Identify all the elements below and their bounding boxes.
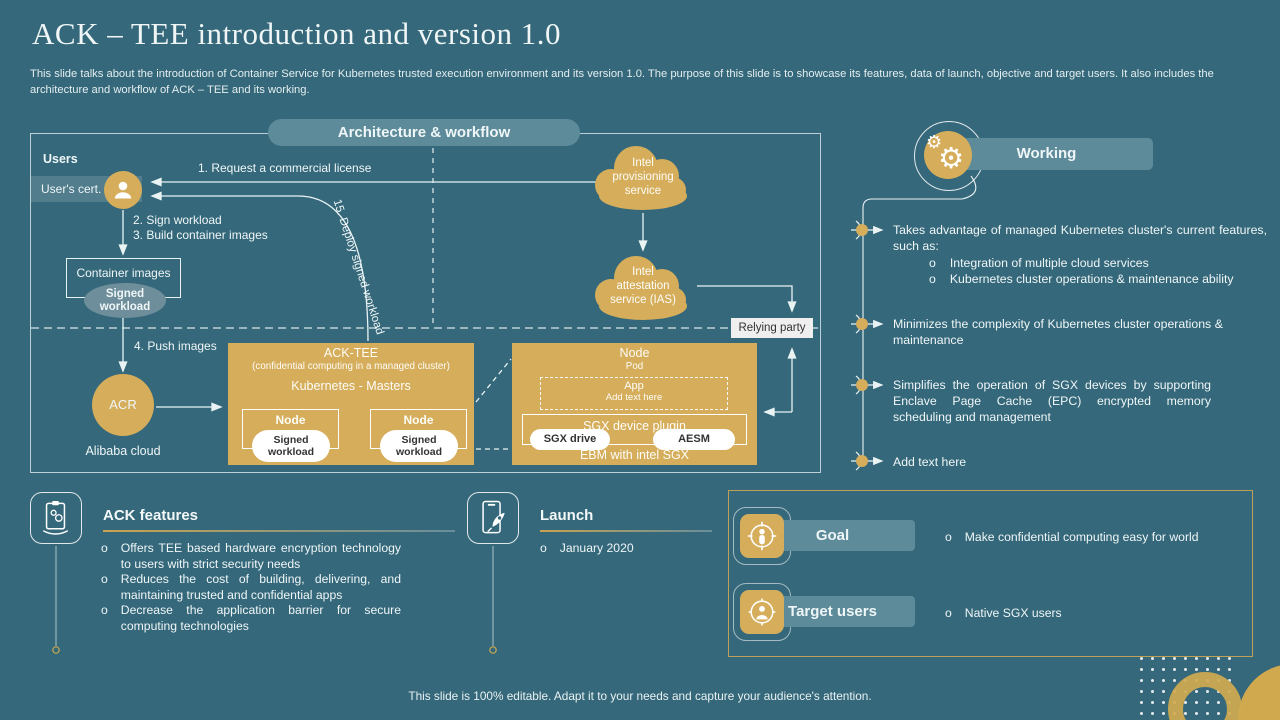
acr-node: ACR xyxy=(92,374,154,436)
node-pod-box: Node Pod App Add text here SGX device pl… xyxy=(512,343,757,465)
step3-label: 3. Build container images xyxy=(133,227,268,242)
cloud-text-line: attestation xyxy=(616,280,670,292)
step2-label: 2. Sign workload xyxy=(133,213,222,227)
goal-icon xyxy=(740,514,784,558)
app-label: App xyxy=(624,380,644,392)
launch-rule xyxy=(540,530,712,532)
gear-icon: ⚙ xyxy=(926,132,943,153)
list-item: o Offers TEE based hardware encryption t… xyxy=(101,541,401,572)
goal-text: Make confidential computing easy for wor… xyxy=(964,530,1199,544)
bullet-marker: o xyxy=(945,606,952,620)
working-bullet: Takes advantage of managed Kubernetes cl… xyxy=(893,222,1267,287)
target-users-text: Native SGX users xyxy=(964,606,1062,620)
bullet-marker: o xyxy=(101,603,108,618)
working-bullet: Minimizes the complexity of Kubernetes c… xyxy=(893,317,1223,347)
phone-rocket-icon xyxy=(482,500,505,534)
users-label: Users xyxy=(43,152,78,166)
ack-features-icon xyxy=(30,492,82,544)
cloud-text-line: service xyxy=(624,185,662,197)
person-target-icon xyxy=(748,598,776,626)
architecture-header: Architecture & workflow xyxy=(268,119,580,146)
gear-icon: ⚙ xyxy=(938,141,964,175)
signed-workload-ellipse: Signed workload xyxy=(84,283,166,318)
feature-text: Reduces the cost of building, delivering… xyxy=(120,572,401,602)
step4-label: 4. Push images xyxy=(134,339,217,353)
signed-workload-pill-right: Signed workload xyxy=(380,430,458,462)
page-title: ACK – TEE introduction and version 1.0 xyxy=(32,16,562,51)
launch-date: January 2020 xyxy=(559,541,634,555)
target-users-icon xyxy=(740,590,784,634)
slide-description: This slide talks about the introduction … xyxy=(30,68,1214,97)
ack-features-list: o Offers TEE based hardware encryption t… xyxy=(101,541,401,635)
target-users-list: o Native SGX users xyxy=(945,606,1062,622)
ack-tee-cluster-box: ACK-TEE (confidential computing in a man… xyxy=(228,343,474,465)
features-connector-end xyxy=(52,646,60,654)
bullet-marker: o xyxy=(540,541,547,555)
person-icon xyxy=(114,181,132,199)
cloud-text-line: provisioning xyxy=(612,171,674,183)
intel-provisioning-cloud: Intel provisioning service xyxy=(593,156,693,198)
ack-features-title: ACK features xyxy=(103,507,199,524)
kubernetes-masters-label: Kubernetes - Masters xyxy=(291,379,411,393)
feature-text: Offers TEE based hardware encryption tec… xyxy=(120,541,401,571)
working-bullet-text: Takes advantage of managed Kubernetes cl… xyxy=(893,223,1267,253)
user-avatar xyxy=(104,171,142,209)
feature-text: Decrease the application barrier for sec… xyxy=(120,603,401,633)
footer-note: This slide is 100% editable. Adapt it to… xyxy=(408,689,872,703)
bullet-marker: o xyxy=(101,541,108,555)
working-bullet-dots xyxy=(856,224,868,467)
launch-list: o January 2020 xyxy=(540,541,634,557)
intel-attestation-cloud: Intel attestation service (IAS) xyxy=(593,265,693,307)
sub-bullet-marker: o xyxy=(929,256,936,270)
working-connector xyxy=(862,175,977,461)
clipboard-gear-icon xyxy=(42,501,69,535)
working-icon-circle: ⚙ ⚙ xyxy=(924,131,972,179)
bullet-marker: o xyxy=(945,530,952,544)
arrow-deploy-curve xyxy=(150,191,369,342)
arrow-ias-to-relying xyxy=(697,285,797,313)
signed-workload-pill-left: Signed workload xyxy=(252,430,330,462)
goal-list: o Make confidential computing easy for w… xyxy=(945,530,1199,546)
list-item: o Decrease the application barrier for s… xyxy=(101,603,401,634)
step2-3-label: 2. Sign workload 3. Build container imag… xyxy=(133,213,268,242)
app-hint: Add text here xyxy=(605,392,663,403)
alibaba-cloud-label: Alibaba cloud xyxy=(85,444,161,458)
working-bullet: Add text here xyxy=(893,455,967,469)
target-person-icon xyxy=(747,521,777,551)
working-bullet: Simplifies the operation of SGX devices … xyxy=(893,378,1211,424)
launch-icon xyxy=(467,492,519,544)
ebm-label: EBM with intel SGX xyxy=(579,448,690,462)
cloud-text-line: Intel xyxy=(632,266,654,278)
launch-title: Launch xyxy=(540,507,594,524)
cloud-provisioning-shape xyxy=(595,146,687,210)
cloud-text-line: Intel xyxy=(632,157,654,169)
working-sub-bullet: Integration of multiple cloud services xyxy=(949,256,1149,270)
sub-bullet-marker: o xyxy=(929,272,936,286)
bullet-marker: o xyxy=(101,572,108,587)
step1-label: 1. Request a commercial license xyxy=(198,161,372,175)
app-box: App Add text here xyxy=(540,377,728,410)
dashed-diagonal xyxy=(475,358,512,403)
cloud-text-line: service (IAS) xyxy=(610,294,676,306)
sgx-drive-pill: SGX drive xyxy=(530,429,610,450)
ack-tee-title: ACK-TEE xyxy=(323,346,379,360)
node-pod-subtitle: Pod xyxy=(625,361,644,372)
working-header: Working xyxy=(940,138,1153,170)
ack-tee-subtitle: (confidential computing in a managed clu… xyxy=(252,361,450,372)
cloud-attestation-shape xyxy=(595,256,687,320)
working-bullet-markers xyxy=(851,220,884,471)
list-item: o Reduces the cost of building, deliveri… xyxy=(101,572,401,603)
relying-party-label: Relying party xyxy=(731,318,813,338)
aesm-pill: AESM xyxy=(653,429,735,450)
goal-target-panel xyxy=(728,490,1253,657)
working-sub-bullet: Kubernetes cluster operations & maintena… xyxy=(949,272,1234,286)
launch-connector-end xyxy=(489,646,497,654)
ack-features-rule xyxy=(103,530,455,532)
node-pod-title: Node xyxy=(619,346,650,360)
